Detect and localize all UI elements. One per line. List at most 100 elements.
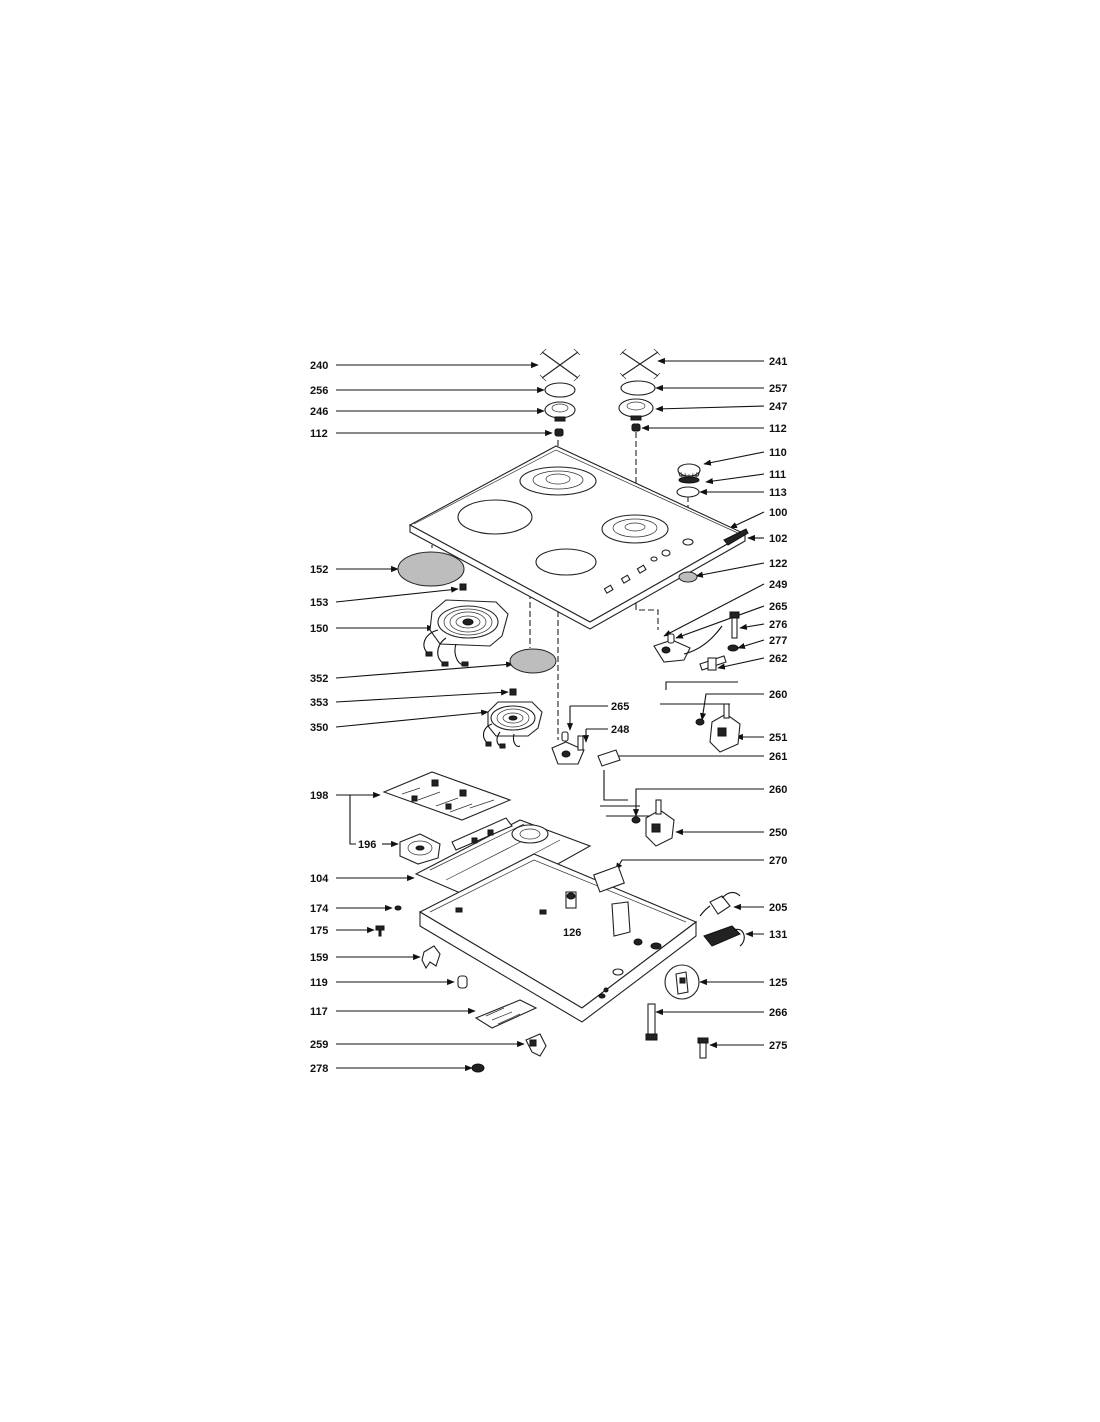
hob-top-plate (408, 445, 749, 630)
thermocouple-275 (697, 1037, 709, 1059)
control-board-198 (382, 771, 512, 821)
gas-rail-260-lower (600, 805, 650, 824)
trim-strip-102 (723, 528, 749, 546)
callout-122: 122 (769, 558, 787, 570)
burner-head-246 (544, 401, 576, 422)
knob-bezel-113 (676, 486, 700, 498)
callout-119: 119 (310, 977, 328, 989)
callout-247: 247 (769, 401, 787, 413)
induction-coil-350 (482, 701, 543, 749)
callout-260-upper: 260 (769, 689, 787, 701)
igniter-205 (699, 891, 741, 917)
seal-278 (471, 1063, 485, 1073)
washer-277 (727, 644, 739, 652)
base-tray (418, 853, 698, 1023)
callout-198: 198 (310, 790, 328, 802)
keypad-board-117 (474, 999, 538, 1029)
callout-175: 175 (310, 925, 328, 937)
callout-110: 110 (769, 447, 787, 459)
spacer-353 (509, 688, 517, 696)
electrode-265-right (667, 633, 675, 644)
callout-270: 270 (769, 855, 787, 867)
screw-175 (375, 925, 385, 937)
gas-pipe-261 (597, 749, 628, 801)
bracket-159 (421, 945, 441, 970)
cooling-fan-196 (399, 833, 441, 865)
callout-117: 117 (310, 1006, 328, 1018)
gas-burner-seat-right (601, 514, 669, 544)
callout-248: 248 (611, 724, 629, 736)
gas-valve-251 (709, 703, 741, 753)
callout-277: 277 (769, 635, 787, 647)
callout-259: 259 (310, 1039, 328, 1051)
callout-352: 352 (310, 673, 328, 685)
callout-266: 266 (769, 1007, 787, 1019)
callout-205: 205 (769, 902, 787, 914)
bush-119 (457, 975, 468, 989)
spark-plug-276 (729, 611, 740, 639)
callout-111: 111 (769, 469, 786, 481)
callout-104: 104 (310, 873, 329, 885)
callout-257: 257 (769, 383, 787, 395)
callout-153: 153 (310, 597, 328, 609)
callout-265-right: 265 (769, 601, 787, 613)
callout-276: 276 (769, 619, 787, 631)
callout-126: 126 (563, 927, 581, 939)
inner-callouts: 265 248 126 (563, 701, 629, 939)
left-leader-lines (335, 361, 553, 1072)
gas-rail-260-upper (660, 681, 738, 726)
callout-113: 113 (769, 487, 787, 499)
left-callouts: 240 256 246 112 152 153 150 352 353 350 … (310, 360, 376, 1075)
terminal-box-270 (593, 865, 625, 893)
injector-112-left (554, 428, 564, 437)
callout-251: 251 (769, 732, 787, 744)
gas-burner-seat-left (519, 466, 597, 496)
callout-159: 159 (310, 952, 328, 964)
sensor-bracket-126 (565, 891, 577, 909)
callout-250: 250 (769, 827, 787, 839)
callout-260-lower: 260 (769, 784, 787, 796)
callout-152: 152 (310, 564, 328, 576)
callout-275: 275 (769, 1040, 787, 1052)
control-knob-110 (677, 463, 701, 484)
callout-102: 102 (769, 533, 787, 545)
knob-ring-122 (678, 571, 698, 583)
callout-150: 150 (310, 623, 328, 635)
induction-coil-150 (423, 599, 509, 667)
injector-112-right (631, 423, 641, 432)
burner-support-248 (551, 735, 585, 765)
clip-174 (394, 905, 402, 911)
callout-256: 256 (310, 385, 328, 397)
callout-265-left: 265 (611, 701, 629, 713)
callout-262: 262 (769, 653, 787, 665)
detail-circle-125 (664, 964, 700, 1000)
callout-112-left: 112 (310, 428, 328, 440)
callout-125: 125 (769, 977, 787, 989)
thermocouple-bracket-249 (653, 625, 723, 663)
terminal-block-131 (703, 925, 745, 947)
callout-353: 353 (310, 697, 328, 709)
induction-cover-152 (397, 551, 465, 587)
callout-278: 278 (310, 1063, 328, 1075)
electrode-265-left (561, 731, 569, 742)
callout-174: 174 (310, 903, 329, 915)
leg-266 (645, 1003, 658, 1041)
gas-pipe-262 (699, 655, 727, 671)
callout-261: 261 (769, 751, 787, 763)
right-leader-lines (607, 357, 765, 1049)
pan-support-240 (539, 348, 581, 382)
spacer-153 (459, 583, 467, 591)
callout-240: 240 (310, 360, 328, 372)
callout-196: 196 (358, 839, 376, 851)
callout-350: 350 (310, 722, 328, 734)
callout-249: 249 (769, 579, 787, 591)
gas-valve-250 (645, 799, 675, 847)
pan-support-241 (619, 348, 661, 380)
induction-frame-104 (414, 817, 592, 905)
callout-246: 246 (310, 406, 328, 418)
induction-cover-352 (509, 648, 557, 674)
callout-241: 241 (769, 356, 787, 368)
right-callouts: 241 257 247 112 110 111 113 100 102 122 … (769, 356, 787, 1052)
callout-131: 131 (769, 929, 787, 941)
